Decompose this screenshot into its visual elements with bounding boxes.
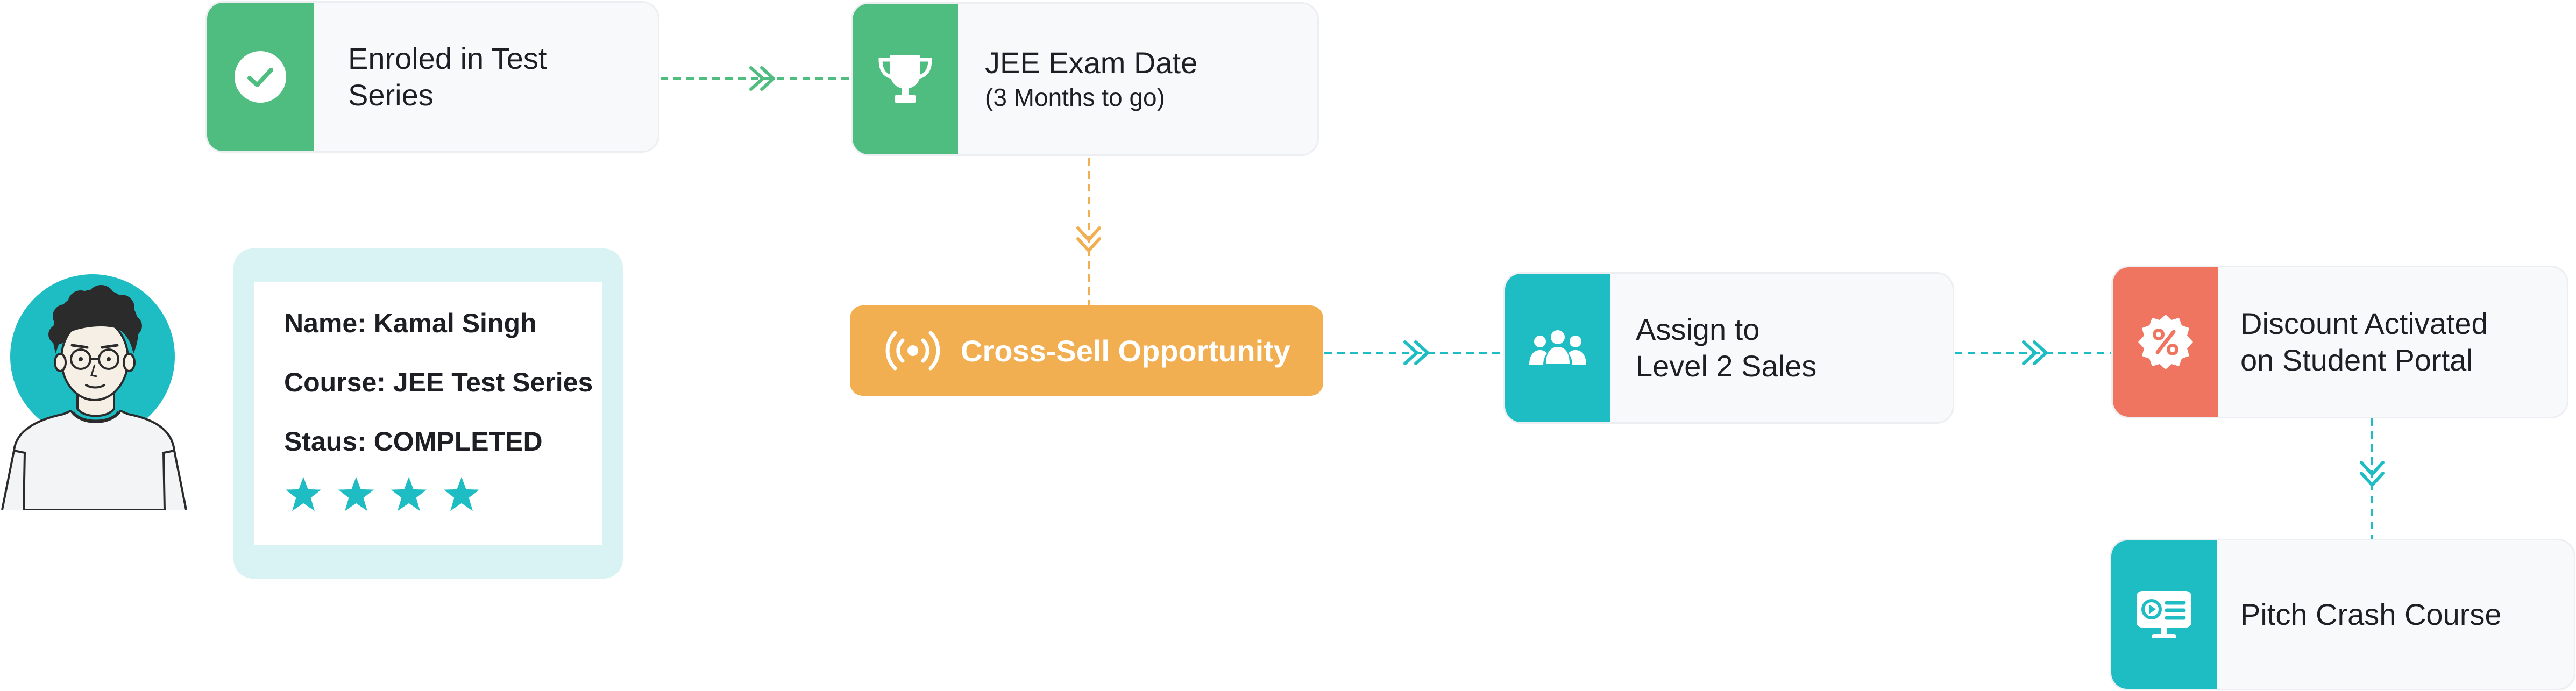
connector-exam-to-cross-sell [1076,158,1101,305]
node-assign-icon-box [1505,274,1610,422]
node-cross-sell-label: Cross-Sell Opportunity [961,333,1290,368]
node-exam-line2: (3 Months to go) [985,83,1165,111]
node-exam-line1: JEE Exam Date [985,46,1198,80]
check-circle-icon [235,51,286,103]
node-enrolled-line2: Series [348,78,434,112]
node-enrolled-label: Enroled in Test Series [348,3,647,151]
node-exam-icon-box [853,4,958,154]
profile-rating [284,475,481,518]
profile-status: Staus: COMPLETED [284,426,543,457]
star-icon [338,476,374,511]
profile-course: Course: JEE Test Series [284,367,593,397]
node-discount: Discount Activated on Student Portal [2111,266,2568,418]
trophy-icon [878,55,932,103]
star-icon [443,476,480,511]
connector-discount-to-pitch [2360,418,2385,539]
node-exam-date: JEE Exam Date (3 Months to go) [851,2,1319,156]
users-icon [1529,330,1586,365]
node-pitch-icon-box [2111,540,2217,689]
node-enrolled-icon-box [207,3,314,151]
node-enrolled-line1: Enroled in Test [348,41,547,75]
discount-badge-icon [2138,315,2193,369]
node-assign-line2: Level 2 Sales [1636,349,1817,383]
video-presentation-icon [2137,591,2191,638]
node-discount-line2: on Student Portal [2240,343,2473,377]
node-discount-line1: Discount Activated [2240,307,2488,340]
node-enrolled: Enroled in Test Series [205,1,659,153]
connector-cross-sell-to-assign [1324,340,1503,365]
star-icon [285,476,322,511]
node-exam-label: JEE Exam Date (3 Months to go) [985,4,1307,154]
node-discount-label: Discount Activated on Student Portal [2240,267,2556,417]
node-discount-icon-box [2113,267,2218,417]
node-assign-line1: Assign to [1636,312,1760,346]
profile-name: Name: Kamal Singh [284,308,537,338]
profile-card-body: Name: Kamal Singh Course: JEE Test Serie… [254,282,602,545]
profile-card: Name: Kamal Singh Course: JEE Test Serie… [233,248,623,579]
star-icon [391,476,427,511]
node-pitch-label: Pitch Crash Course [2240,540,2563,689]
student-avatar-icon [1,274,187,510]
connector-enrolled-to-exam [661,66,850,91]
connector-assign-to-discount [1955,340,2111,365]
node-assign: Assign to Level 2 Sales [1503,272,1954,424]
node-pitch-line1: Pitch Crash Course [2240,597,2502,631]
node-pitch: Pitch Crash Course [2110,539,2575,690]
node-assign-label: Assign to Level 2 Sales [1636,274,1942,422]
broadcast-icon [885,331,940,371]
node-cross-sell: Cross-Sell Opportunity [850,305,1323,396]
